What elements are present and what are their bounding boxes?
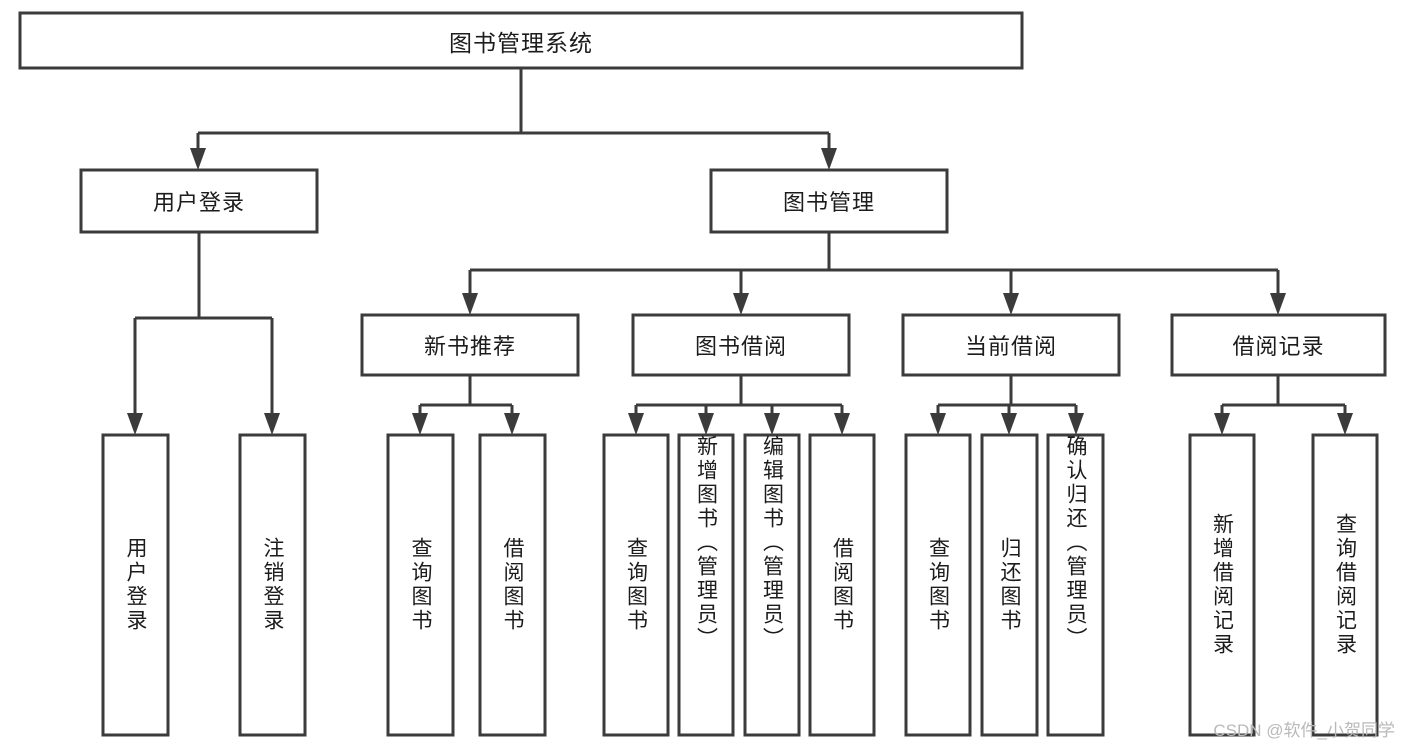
node-user-login[interactable] <box>79 168 319 234</box>
node-leaf-borrow-book-2[interactable] <box>808 433 876 737</box>
node-leaf-logout-login[interactable] <box>238 433 307 737</box>
arrowhead-leaf-query-book-2 <box>628 413 644 435</box>
node-book-management[interactable] <box>709 168 949 234</box>
node-leaf-query-book-3[interactable] <box>904 433 972 737</box>
node-leaf-confirm-return[interactable] <box>1046 433 1105 737</box>
node-leaf-return-book[interactable] <box>980 433 1039 737</box>
arrowhead-user-login <box>190 148 206 170</box>
arrowhead-leaf-query-book-3 <box>930 413 946 435</box>
arrowhead-leaf-add-record <box>1214 413 1230 435</box>
node-leaf-query-book-1[interactable] <box>386 433 455 737</box>
arrowhead-book-borrow <box>733 293 749 315</box>
arrowhead-leaf-user-login <box>127 413 143 435</box>
node-leaf-query-book-2[interactable] <box>602 433 670 737</box>
arrowhead-leaf-borrow-book-2 <box>834 413 850 435</box>
arrowhead-leaf-borrow-book-1 <box>504 413 520 435</box>
arrowhead-leaf-return-book <box>1001 413 1017 435</box>
node-leaf-add-record[interactable] <box>1188 433 1256 737</box>
node-current-borrow[interactable] <box>901 313 1121 377</box>
arrowhead-current-borrow <box>1003 293 1019 315</box>
arrowhead-leaf-logout-login <box>264 413 280 435</box>
node-root-book-management-system[interactable] <box>18 11 1024 70</box>
arrowhead-leaf-query-book-1 <box>412 413 428 435</box>
node-borrow-record[interactable] <box>1170 313 1387 377</box>
arrowhead-leaf-edit-book <box>764 413 780 435</box>
node-leaf-borrow-book-1[interactable] <box>478 433 547 737</box>
arrowhead-book-management <box>821 148 837 170</box>
arrowhead-leaf-confirm-return <box>1068 413 1084 435</box>
arrowhead-leaf-add-book <box>698 413 714 435</box>
node-new-book-recommendation[interactable] <box>360 313 580 377</box>
node-leaf-query-record[interactable] <box>1311 433 1379 737</box>
node-leaf-user-login[interactable] <box>101 433 170 737</box>
node-leaf-edit-book[interactable] <box>743 433 801 737</box>
arrowhead-leaf-query-record <box>1337 413 1353 435</box>
node-leaf-add-book[interactable] <box>677 433 735 737</box>
node-book-borrow[interactable] <box>631 313 851 377</box>
arrowhead-borrow-record <box>1270 293 1286 315</box>
arrowhead-new-book-rec <box>462 293 478 315</box>
